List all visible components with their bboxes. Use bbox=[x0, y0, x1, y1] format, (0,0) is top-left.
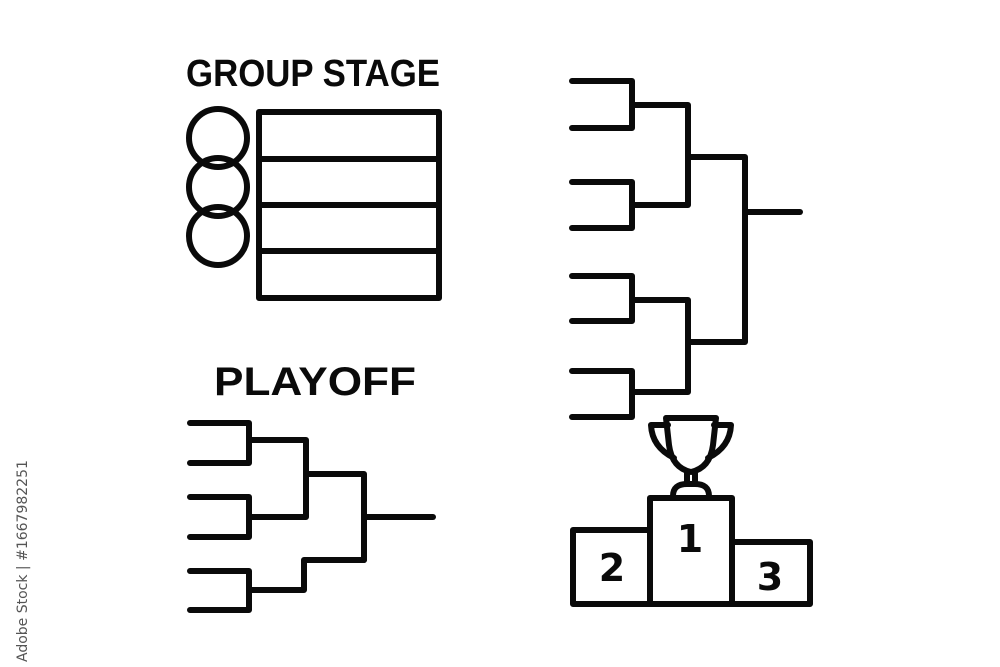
bracket-semifinal bbox=[246, 557, 367, 593]
trophy-icon bbox=[648, 415, 734, 499]
bracket-match bbox=[187, 568, 252, 613]
bracket-final bbox=[685, 154, 748, 345]
bracket-semifinal bbox=[629, 102, 691, 208]
podium-third bbox=[729, 539, 813, 607]
bracket-match bbox=[569, 78, 635, 131]
bracket-match bbox=[569, 273, 635, 324]
group-table bbox=[256, 109, 442, 301]
bracket-semifinal bbox=[629, 297, 691, 395]
trophy-base bbox=[670, 481, 712, 499]
trophy-handle-left bbox=[648, 422, 677, 461]
main-bracket bbox=[569, 78, 803, 420]
podium: 2 1 3 bbox=[570, 495, 813, 607]
playoff-bracket bbox=[187, 420, 436, 613]
bracket-match bbox=[569, 368, 635, 420]
podium-third-label: 3 bbox=[757, 555, 783, 599]
bracket-final bbox=[303, 471, 367, 563]
bracket-semifinal bbox=[246, 437, 309, 520]
group-circles bbox=[186, 106, 250, 268]
watermark-text: Adobe Stock | #1667982251 bbox=[15, 460, 31, 662]
bracket-match bbox=[569, 179, 635, 231]
trophy-handle-right bbox=[705, 422, 734, 461]
playoff-title: PLAYOFF bbox=[214, 360, 416, 404]
bracket-match bbox=[187, 420, 252, 466]
trophy-cup bbox=[663, 415, 719, 475]
group-circle-1 bbox=[186, 106, 250, 170]
podium-first-label: 1 bbox=[677, 517, 703, 561]
podium-second-label: 2 bbox=[599, 546, 625, 590]
bracket-match bbox=[187, 494, 252, 540]
group-stage-title: GROUP STAGE bbox=[186, 53, 440, 95]
group-circle-3 bbox=[186, 204, 250, 268]
group-circle-2 bbox=[186, 155, 250, 219]
